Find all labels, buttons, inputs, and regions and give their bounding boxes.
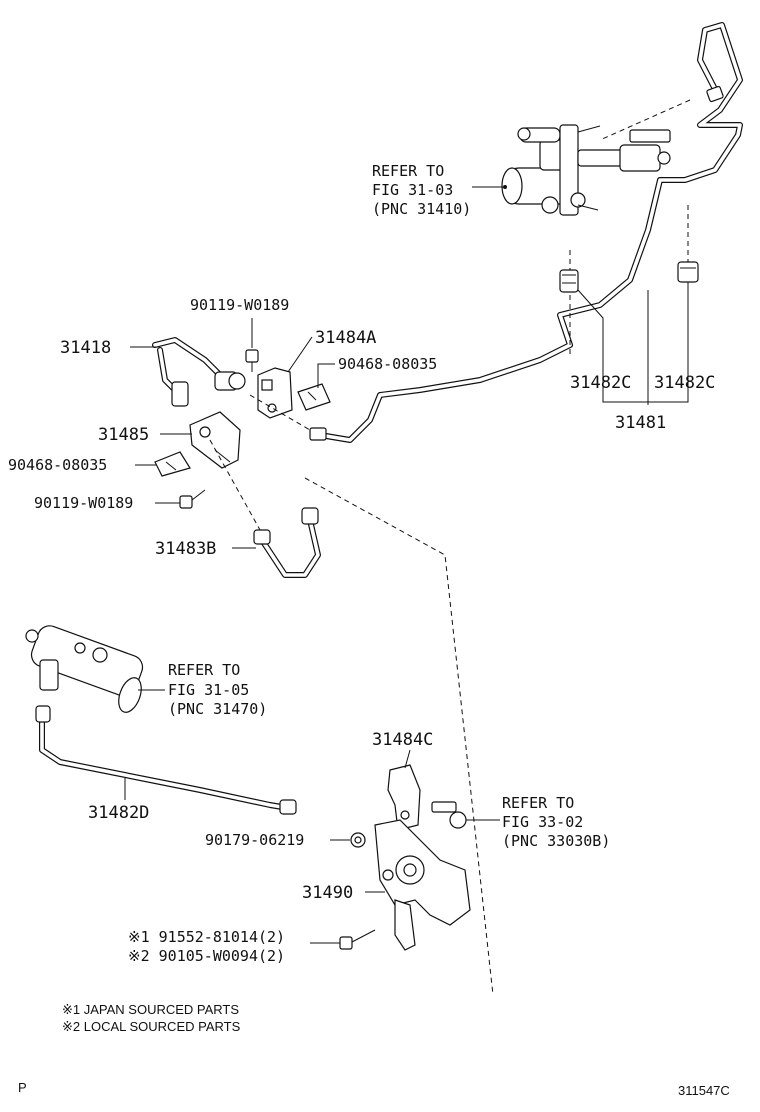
leader-31484A (287, 336, 313, 373)
dash-top-1 (599, 99, 691, 141)
footer-figure-code: 311547C (678, 1083, 730, 1098)
bolt-refer-bottom (431, 801, 467, 829)
clamp-31482C-a (559, 269, 579, 293)
refer-bottom-line2: FIG 33-02 (502, 813, 583, 831)
clutch-pipe-31481 (309, 22, 743, 443)
clamp-31482C-b (677, 261, 699, 292)
label-90179: 90179-06219 (205, 831, 304, 849)
clutch-master-cylinder (501, 124, 671, 216)
bracket-31484A (257, 367, 293, 419)
hose-31483B (253, 507, 321, 578)
clip-90468-top (297, 383, 331, 411)
label-31485: 31485 (98, 425, 149, 445)
leader-90468-top (317, 363, 335, 388)
footer-left-letter: P (18, 1080, 27, 1095)
assembly-31490 (374, 819, 471, 951)
label-31484C: 31484C (372, 730, 433, 750)
note-japan-sourced: ※1 JAPAN SOURCED PARTS (62, 1002, 239, 1017)
label-31482C-a: 31482C (570, 373, 631, 393)
label-91552: ※1 91552-81014(2) (128, 928, 285, 946)
label-31482C-b: 31482C (654, 373, 715, 393)
label-90105: ※2 90105-W0094(2) (128, 947, 285, 965)
hose-31418 (152, 337, 246, 407)
label-90468-top: 90468-08035 (338, 355, 437, 373)
bolt-90119-left (179, 489, 206, 509)
refer-bottom-line3: (PNC 33030B) (502, 832, 610, 850)
clip-90468-left (154, 451, 191, 477)
refer-top-line3: (PNC 31410) (372, 200, 471, 218)
dash-mid-1 (249, 394, 311, 431)
clutch-release-cylinder (25, 625, 144, 713)
refer-top-line2: FIG 31-03 (372, 181, 453, 199)
dash-long (304, 477, 494, 996)
refer-mid-line3: (PNC 31470) (168, 700, 267, 718)
refer-mid-line1: REFER TO (168, 661, 240, 679)
leader-31482C (577, 289, 689, 403)
label-31482D: 31482D (88, 803, 149, 823)
bolt-91552 (339, 929, 376, 950)
bracket-31485 (189, 411, 241, 469)
bolt-90119-top (245, 349, 259, 372)
label-31490: 31490 (302, 883, 353, 903)
bracket-31484C (387, 764, 421, 831)
refer-bottom-line1: REFER TO (502, 794, 574, 812)
refer-top-line1: REFER TO (372, 162, 444, 180)
dash-mid-2 (209, 439, 261, 531)
label-90119-left: 90119-W0189 (34, 494, 133, 512)
label-31484A: 31484A (315, 328, 376, 348)
nut-90179 (350, 832, 366, 848)
note-local-sourced: ※2 LOCAL SOURCED PARTS (62, 1019, 241, 1034)
label-31418: 31418 (60, 338, 111, 358)
label-90119-top: 90119-W0189 (190, 296, 289, 314)
label-90468-left: 90468-08035 (8, 456, 107, 474)
refer-mid-line2: FIG 31-05 (168, 681, 249, 699)
label-31483B: 31483B (155, 539, 216, 559)
label-31481: 31481 (615, 413, 666, 433)
pipe-31482D (35, 705, 297, 815)
leader-31484C (404, 749, 411, 769)
